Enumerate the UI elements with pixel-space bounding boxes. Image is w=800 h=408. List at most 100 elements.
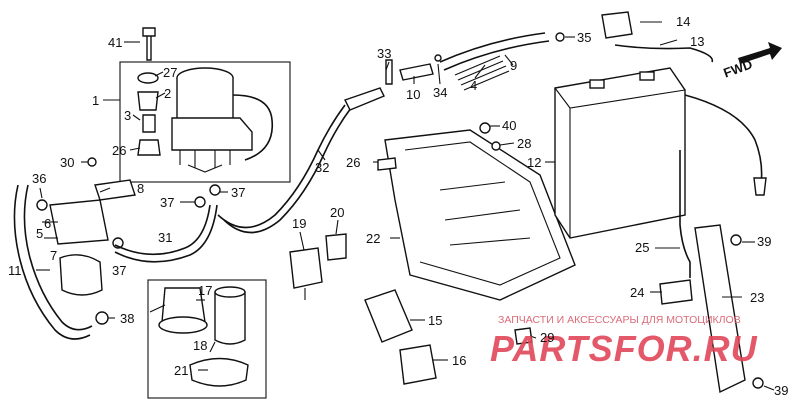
callout-21: 21 (174, 363, 188, 378)
bolt-39b (752, 377, 764, 389)
pump-bracket (171, 117, 253, 151)
clamp-37a (209, 184, 221, 196)
callout-20: 20 (330, 205, 344, 220)
callout-5: 5 (36, 226, 43, 241)
callout-18: 18 (193, 338, 207, 353)
watermark: ЗАПЧАСТИ И АКСЕССУАРЫ ДЛЯ МОТОЦИКЛОВ PAR… (490, 314, 758, 369)
watermark-tagline: ЗАПЧАСТИ И АКСЕССУАРЫ ДЛЯ МОТОЦИКЛОВ (498, 314, 741, 326)
hose-joint (344, 87, 385, 111)
callout-19: 19 (292, 216, 306, 231)
fwd-indicator: FWD (721, 42, 782, 81)
callout-6: 6 (44, 216, 51, 231)
relay-19 (289, 247, 323, 289)
holder-23 (694, 224, 746, 394)
callout-38: 38 (120, 311, 134, 326)
callout-25: 25 (635, 240, 649, 255)
callout-29: 29 (540, 330, 554, 345)
bolt-41 (142, 27, 156, 61)
clip-34 (434, 54, 442, 62)
callout-9: 9 (510, 58, 517, 73)
cable-13 (614, 44, 714, 63)
watermark-brand: PARTSFOR.RU (490, 328, 758, 369)
tube-25 (679, 150, 691, 278)
cover-15 (364, 289, 413, 343)
callout-35: 35 (577, 30, 591, 45)
callout-27: 27 (163, 65, 177, 80)
pump-group-frame (119, 61, 291, 183)
callout-1: 1 (92, 93, 99, 108)
filter-8 (49, 199, 109, 245)
nut-26b (377, 157, 397, 171)
fuel-pump-assembly (119, 27, 291, 183)
clamp-37b (194, 196, 206, 208)
callout-40: 40 (502, 118, 516, 133)
callout-37c: 37 (112, 263, 126, 278)
callout-17: 17 (198, 283, 212, 298)
leader-lines (36, 21, 775, 391)
callout-31: 31 (158, 230, 172, 245)
case-16 (399, 344, 437, 385)
bolt-39a (730, 234, 742, 246)
washer-27 (137, 72, 159, 84)
callout-37a: 37 (231, 185, 245, 200)
fuel-filter-assembly (13, 157, 221, 340)
clip-35 (555, 32, 565, 42)
rectifier-group (147, 279, 267, 399)
callout-labels: 41 27 2 1 3 26 30 36 8 5 7 11 37 38 37 3… (8, 14, 788, 398)
callout-26a: 26 (112, 143, 126, 158)
band-21 (189, 357, 249, 387)
callout-16: 16 (452, 353, 466, 368)
callout-2: 2 (164, 86, 171, 101)
hose-32 (217, 104, 346, 229)
connector-20 (325, 233, 347, 261)
callout-36: 36 (32, 171, 46, 186)
callout-28: 28 (517, 136, 531, 151)
grommet-2 (137, 91, 159, 111)
callout-15: 15 (428, 313, 442, 328)
callout-30: 30 (60, 155, 74, 170)
battery-case (554, 67, 686, 239)
callout-12: 12 (527, 155, 541, 170)
spring-4 (454, 55, 510, 91)
callout-22: 22 (366, 231, 380, 246)
fwd-arrow-icon (738, 42, 782, 64)
callout-24: 24 (630, 285, 644, 300)
clamp-36 (36, 199, 48, 211)
fwd-label: FWD (721, 56, 754, 80)
hose-9 (439, 32, 546, 63)
battery-cable (684, 94, 763, 193)
clip-29 (514, 327, 533, 345)
battery (554, 67, 686, 239)
callout-39a: 39 (757, 234, 771, 249)
callout-13: 13 (690, 34, 704, 49)
terminal-pos (639, 71, 655, 81)
cover-14 (601, 11, 633, 39)
callout-34: 34 (433, 85, 447, 100)
callout-11: 11 (8, 263, 22, 278)
callout-3: 3 (124, 108, 131, 123)
group-frame-17 (147, 279, 267, 399)
nut-26 (137, 139, 161, 156)
bolt-40 (479, 122, 491, 134)
fitting-10 (399, 63, 434, 81)
hose-31 (114, 204, 211, 256)
callout-14: 14 (676, 14, 690, 29)
hose-11 (13, 184, 91, 340)
callout-37b: 37 (160, 195, 174, 210)
callout-32: 32 (315, 160, 329, 175)
callout-39b: 39 (774, 383, 788, 398)
callout-26b: 26 (346, 155, 360, 170)
callout-7: 7 (50, 248, 57, 263)
washer-28 (491, 141, 501, 151)
pin-33 (385, 59, 393, 85)
pump-wire (232, 94, 274, 161)
terminal-neg (589, 79, 605, 89)
collar-3 (142, 114, 156, 133)
part-17-cylinder (214, 291, 246, 345)
bolt-38 (95, 311, 109, 325)
callout-4: 4 (470, 78, 477, 93)
clip-24 (659, 279, 693, 305)
filter-cup-7 (59, 254, 103, 296)
